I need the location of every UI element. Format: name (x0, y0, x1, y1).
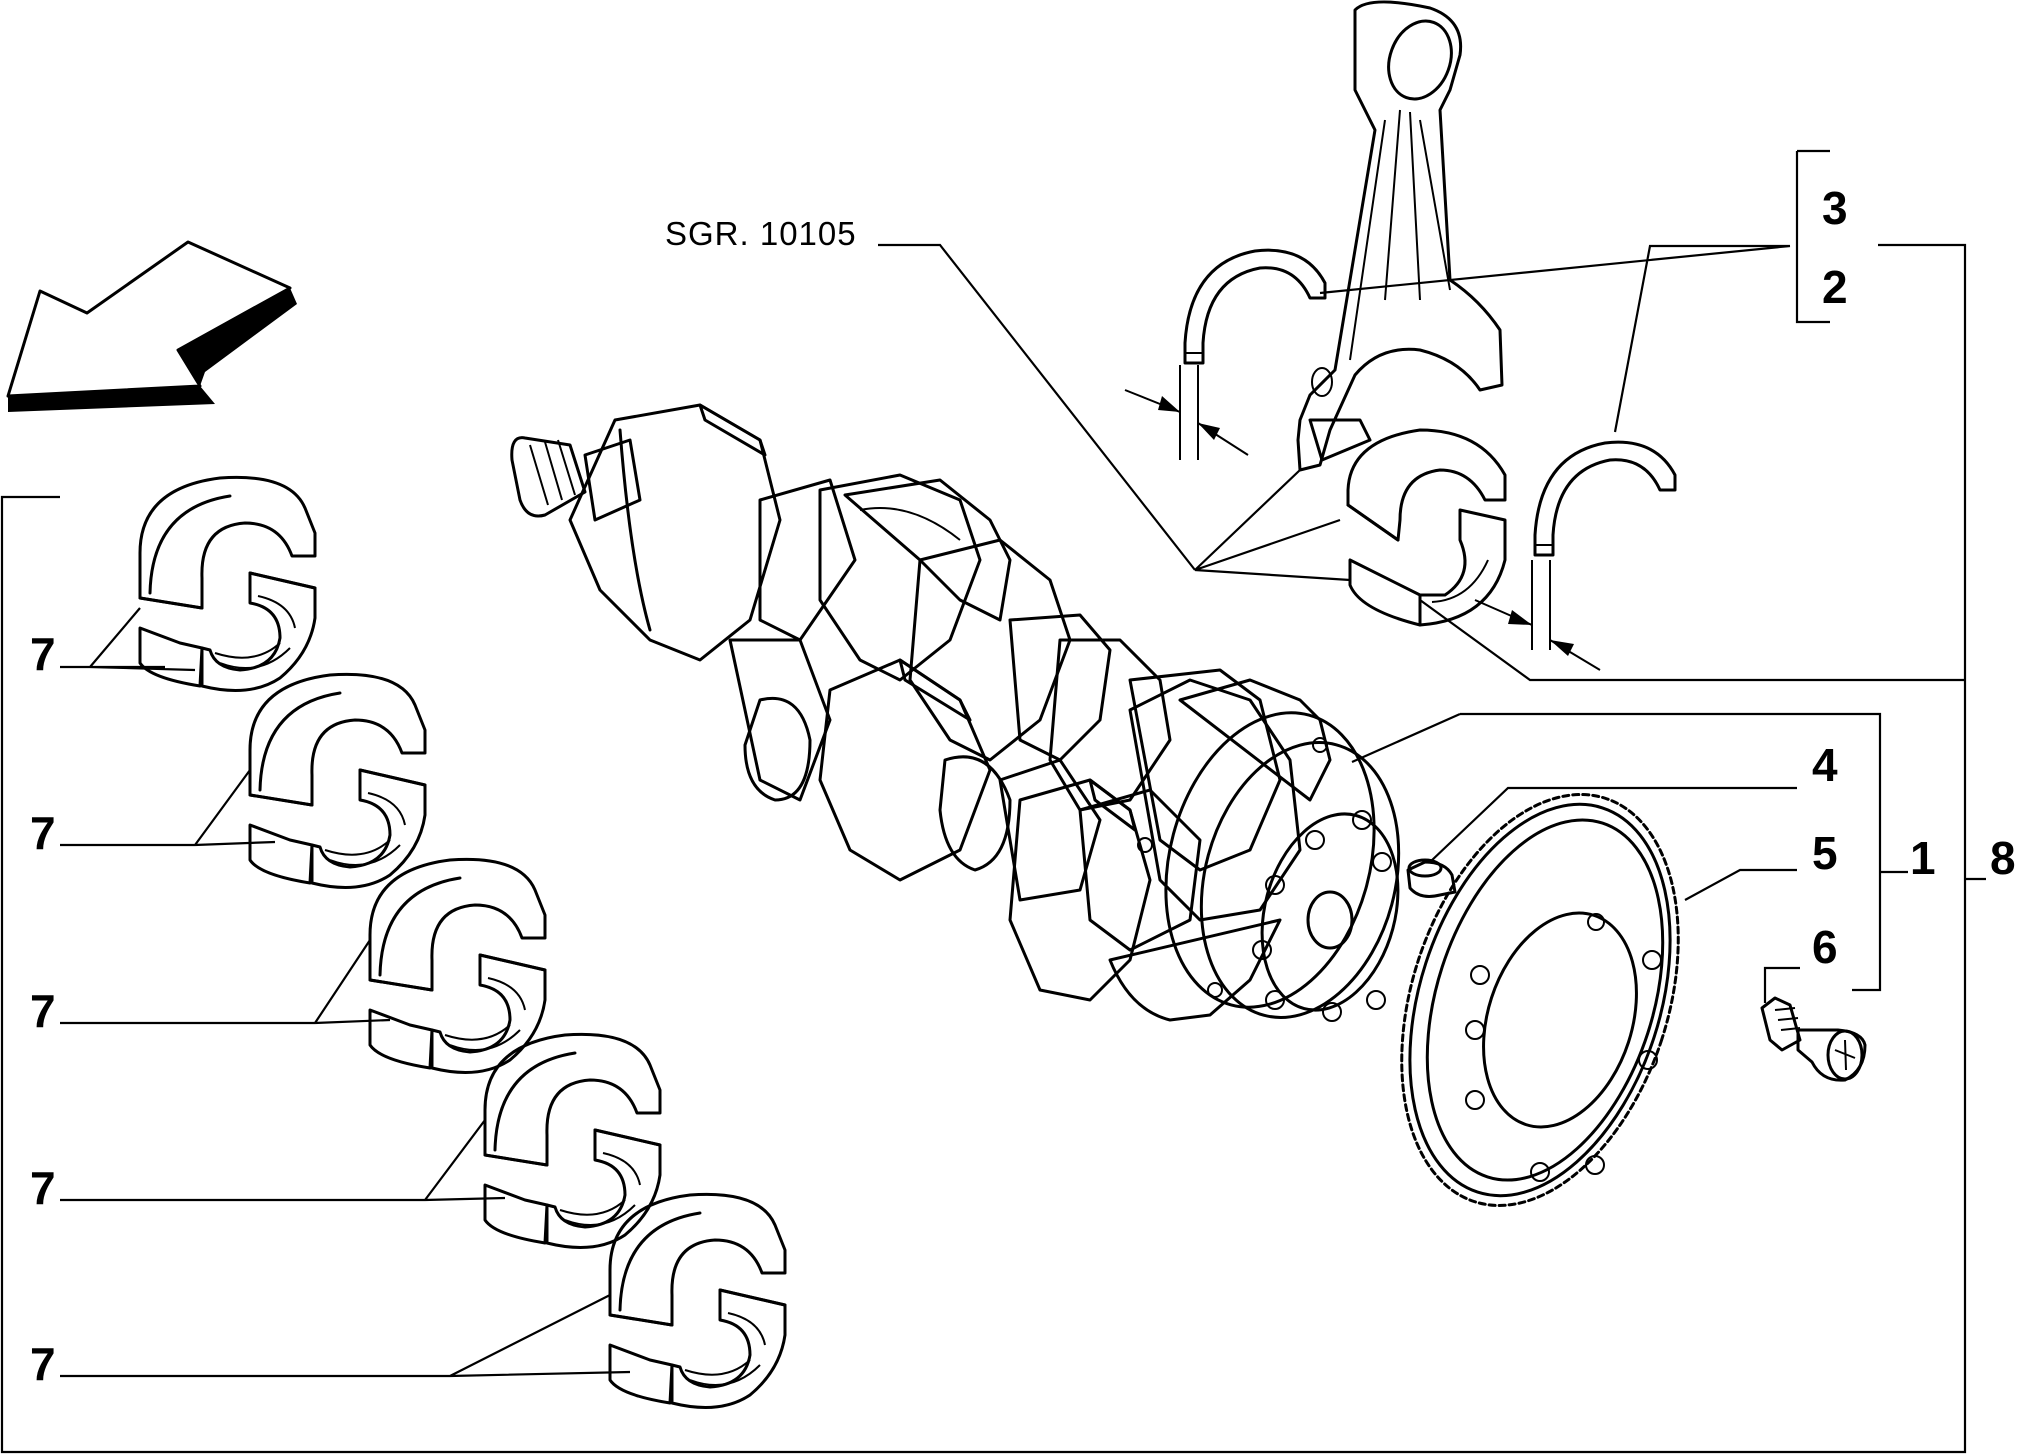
callout-1: 1 (1910, 832, 1936, 884)
callout-3: 3 (1822, 182, 1848, 234)
leaders-item-7 (60, 607, 631, 1378)
dowel-pin-icon (1406, 858, 1457, 898)
callout-7-e: 7 (30, 1338, 56, 1390)
conrod-bearing-shell (1346, 428, 1507, 627)
screw-icon (1760, 996, 1867, 1082)
callout-8: 8 (1990, 832, 2016, 884)
main-bearing-shell-1 (138, 475, 317, 692)
thrust-washer-lower (1533, 440, 1677, 557)
tone-wheel-icon (1400, 793, 1680, 1207)
leaders-items (878, 243, 1965, 1003)
main-bearing-shell-3 (368, 857, 547, 1074)
callout-4: 4 (1812, 739, 1838, 791)
callout-5: 5 (1812, 827, 1838, 879)
crankshaft-icon (510, 403, 1401, 1022)
callout-2: 2 (1822, 261, 1848, 313)
connecting-rod-icon (1296, 0, 1504, 472)
callout-7-d: 7 (30, 1162, 56, 1214)
callout-6: 6 (1812, 921, 1838, 973)
callout-frame (0, 149, 1986, 1454)
dimension-markers (1124, 365, 1601, 671)
callout-7-b: 7 (30, 807, 56, 859)
main-bearing-shell-2 (248, 672, 427, 889)
direction-arrow-icon (6, 240, 297, 412)
labels: SGR. 10105 3 2 4 5 1 8 6 7 7 7 7 7 (30, 182, 2016, 1390)
thrust-washer-upper (1183, 248, 1327, 365)
reference-label: SGR. 10105 (665, 215, 857, 252)
callout-7-c: 7 (30, 985, 56, 1037)
callout-7-a: 7 (30, 628, 56, 680)
